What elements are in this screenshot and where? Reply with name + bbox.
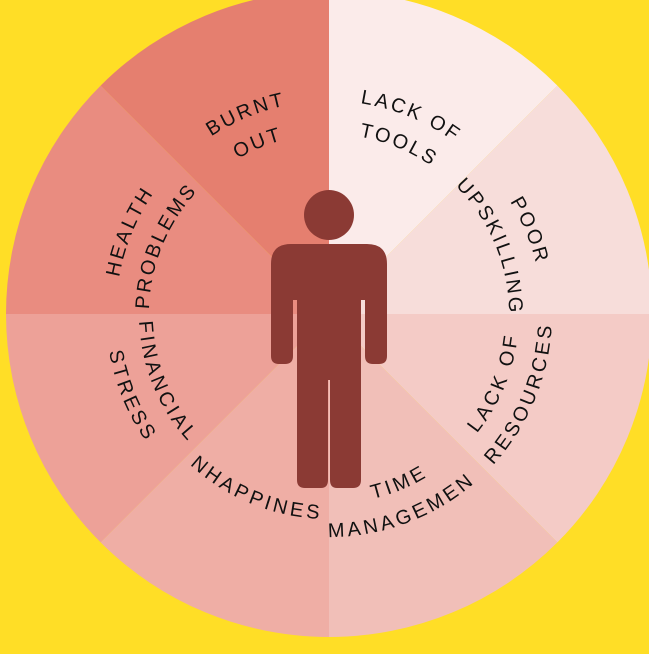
person-icon [271, 190, 387, 488]
wheel-segment [329, 85, 649, 314]
wheel-segments [6, 0, 649, 637]
wheel-segment [329, 314, 558, 637]
person-head [304, 190, 354, 240]
wheel-segment [100, 0, 329, 314]
person-body [271, 244, 387, 488]
wheel-segment [329, 314, 649, 543]
wheel-segment [329, 0, 558, 314]
wheel-segment [6, 314, 329, 543]
wheel-segment [100, 314, 329, 637]
wheel-segment [6, 85, 329, 314]
